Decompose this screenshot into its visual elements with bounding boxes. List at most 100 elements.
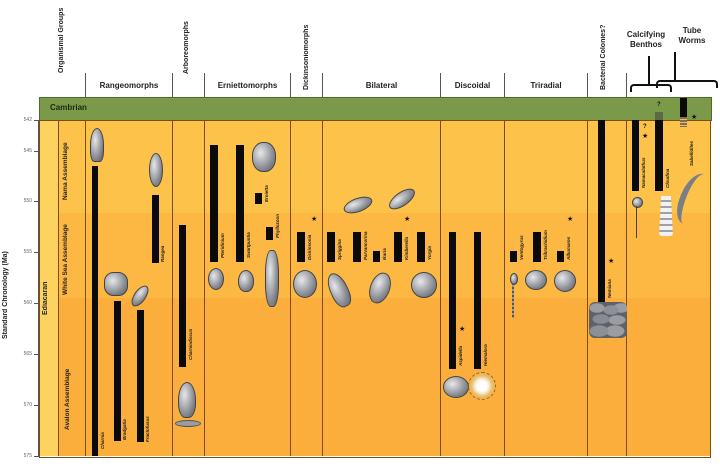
header-erniettomorphs: Erniettomorphs [217,81,278,90]
cambrian-band [39,97,712,121]
chart-border [39,120,711,458]
taxon-label-kimberella: Kimberella [404,236,409,260]
bradgatia-fossil-icon [104,272,128,296]
dickinsonia-star-icon: ★ [311,216,318,223]
taxon-label-fractofusus: Fractofusus [145,416,150,442]
range-bar-tribrachidium [533,232,541,262]
taxon-label-swartpuntia: Swartpuntia [246,232,251,258]
ventogyrus-fossil-icon [510,273,518,285]
header-bacterial-colonies: Bacterial Colonies? [600,24,607,90]
range-bar-kimberella [394,232,402,262]
phyllozoon-fossil-icon [265,250,279,307]
aspidella-fossil-icon [443,376,469,398]
range-bar-pteridinium [210,145,218,262]
cambrian-label: Cambrian [50,103,87,112]
aspidella-star-icon: ★ [459,326,466,333]
y-axis-tick-label: 565 [23,351,32,358]
y-axis-line [38,120,39,457]
ventogyrus-stalk-icon [512,283,514,318]
y-axis-tick [34,120,39,121]
y-axis-tick [34,405,39,407]
taxon-label-bradgatia: Bradgatia [122,419,127,440]
taxon-label-parvancorina: Parvancorina [363,231,368,260]
range-bar-fractofusus [137,310,144,442]
y-axis-tick [34,303,39,305]
tube-worms-pointer [674,52,676,82]
column-divider [504,120,505,456]
tube-worms-brace [656,80,718,88]
white-sea-assemblage-label: White Sea Assemblage [62,224,69,295]
header-separator [587,73,588,98]
namacalathus-star-icon: ★ [642,133,649,140]
range-bar-namacalathus [632,120,639,191]
charnia-fossil-icon [90,128,104,162]
hiemalora-fossil-icon [468,372,496,400]
range-bar-cloudina [655,120,663,191]
y-axis-tick [34,252,39,254]
pteridinium-fossil-icon [208,268,224,290]
y-axis-tick [34,201,39,203]
taxon-label-charnia: Charnia [100,432,105,449]
column-divider [204,120,205,456]
range-bar-charnia [92,166,98,456]
header-arboreomorphs: Arboreomorphs [183,21,190,74]
range-bar-parvancorina [353,232,361,262]
header-separator [504,73,505,98]
range-bar-ernietta [255,193,262,204]
namacalathus-fossil-icon [632,197,643,208]
taxon-label-albumares: Albumares [566,236,571,260]
ediacaran-label: Ediacaran [42,281,49,315]
header-separator [172,73,173,98]
avalon-assemblage-label: Avalon Assemblage [64,368,71,430]
yorgia-fossil-icon [411,272,437,298]
range-bar-hiemalora [474,232,481,369]
range-bar-ventogyrus [510,251,517,262]
swartpuntia-fossil-icon [238,270,254,292]
y-axis-tick-label: 575 [23,453,32,459]
taxon-label-nemiana: Nemiana [607,279,612,298]
range-bar-phyllozoon [266,227,273,240]
cloudina-fossil-icon [659,196,673,236]
y-axis-tick-label: 555 [23,249,32,256]
header-dickinsoniomorphs: Dickinsoniomorphs [303,24,310,90]
range-bar-dickinsonia [297,232,305,262]
header-triradial: Triradial [530,81,562,90]
range-bar-spriggina [327,232,335,262]
taxon-label-namacalathus: Namacalathus [641,157,646,188]
range-bar-charniodiscus [179,225,186,367]
column-divider [85,120,86,456]
ernietta-fossil-icon [252,142,276,172]
taxon-label-ventogyrus: Ventogyrus [519,235,524,260]
taxon-label-yorgia: Yorgia [427,246,432,260]
taxon-label-charniodiscus: Charniodiscus [188,328,193,360]
range-bar-albumares [557,251,564,262]
range-bar-rangea [152,195,159,263]
y-axis-tick [34,150,39,152]
range-bar-ikaria [373,251,380,262]
charniodiscus-holdfast-icon [175,420,201,427]
range-bar-yorgia [417,232,425,262]
charniodiscus-fossil-icon [178,382,196,418]
taxon-label-ernietta: Ernietta [264,185,269,202]
taxon-label-pteridinium: Pteridinium [220,233,225,258]
range-bar-sabellidites [680,98,687,117]
taxon-label-sabellidites: Sabellidites [689,140,694,166]
dickinsonia-fossil-icon [293,270,317,298]
sabellidites-uncertain-segment [680,117,687,127]
taxon-label-ikaria: Ikaria [382,248,387,260]
namacalathus-query: ? [643,124,647,130]
taxon-label-cloudina: Cloudina [665,168,670,188]
range-bar-swartpuntia [236,145,244,262]
taxon-label-tribrachidium: Tribrachidium [543,230,548,260]
y-axis-tick [34,456,39,457]
y-axis-tick-label: 550 [23,198,32,205]
calcifying-pointer [648,56,650,84]
column-divider [58,120,59,456]
header-separator [85,73,86,98]
taxon-label-rangea: Rangea [160,245,165,262]
nama-assemblage-label: Nama Assemblage [62,142,69,200]
range-bar-aspidella [449,232,456,369]
y-axis-label: Standard Chronology (Ma) [2,251,9,339]
y-axis-tick-label: 542 [23,117,32,123]
namacalathus-stalk-icon [636,206,637,238]
